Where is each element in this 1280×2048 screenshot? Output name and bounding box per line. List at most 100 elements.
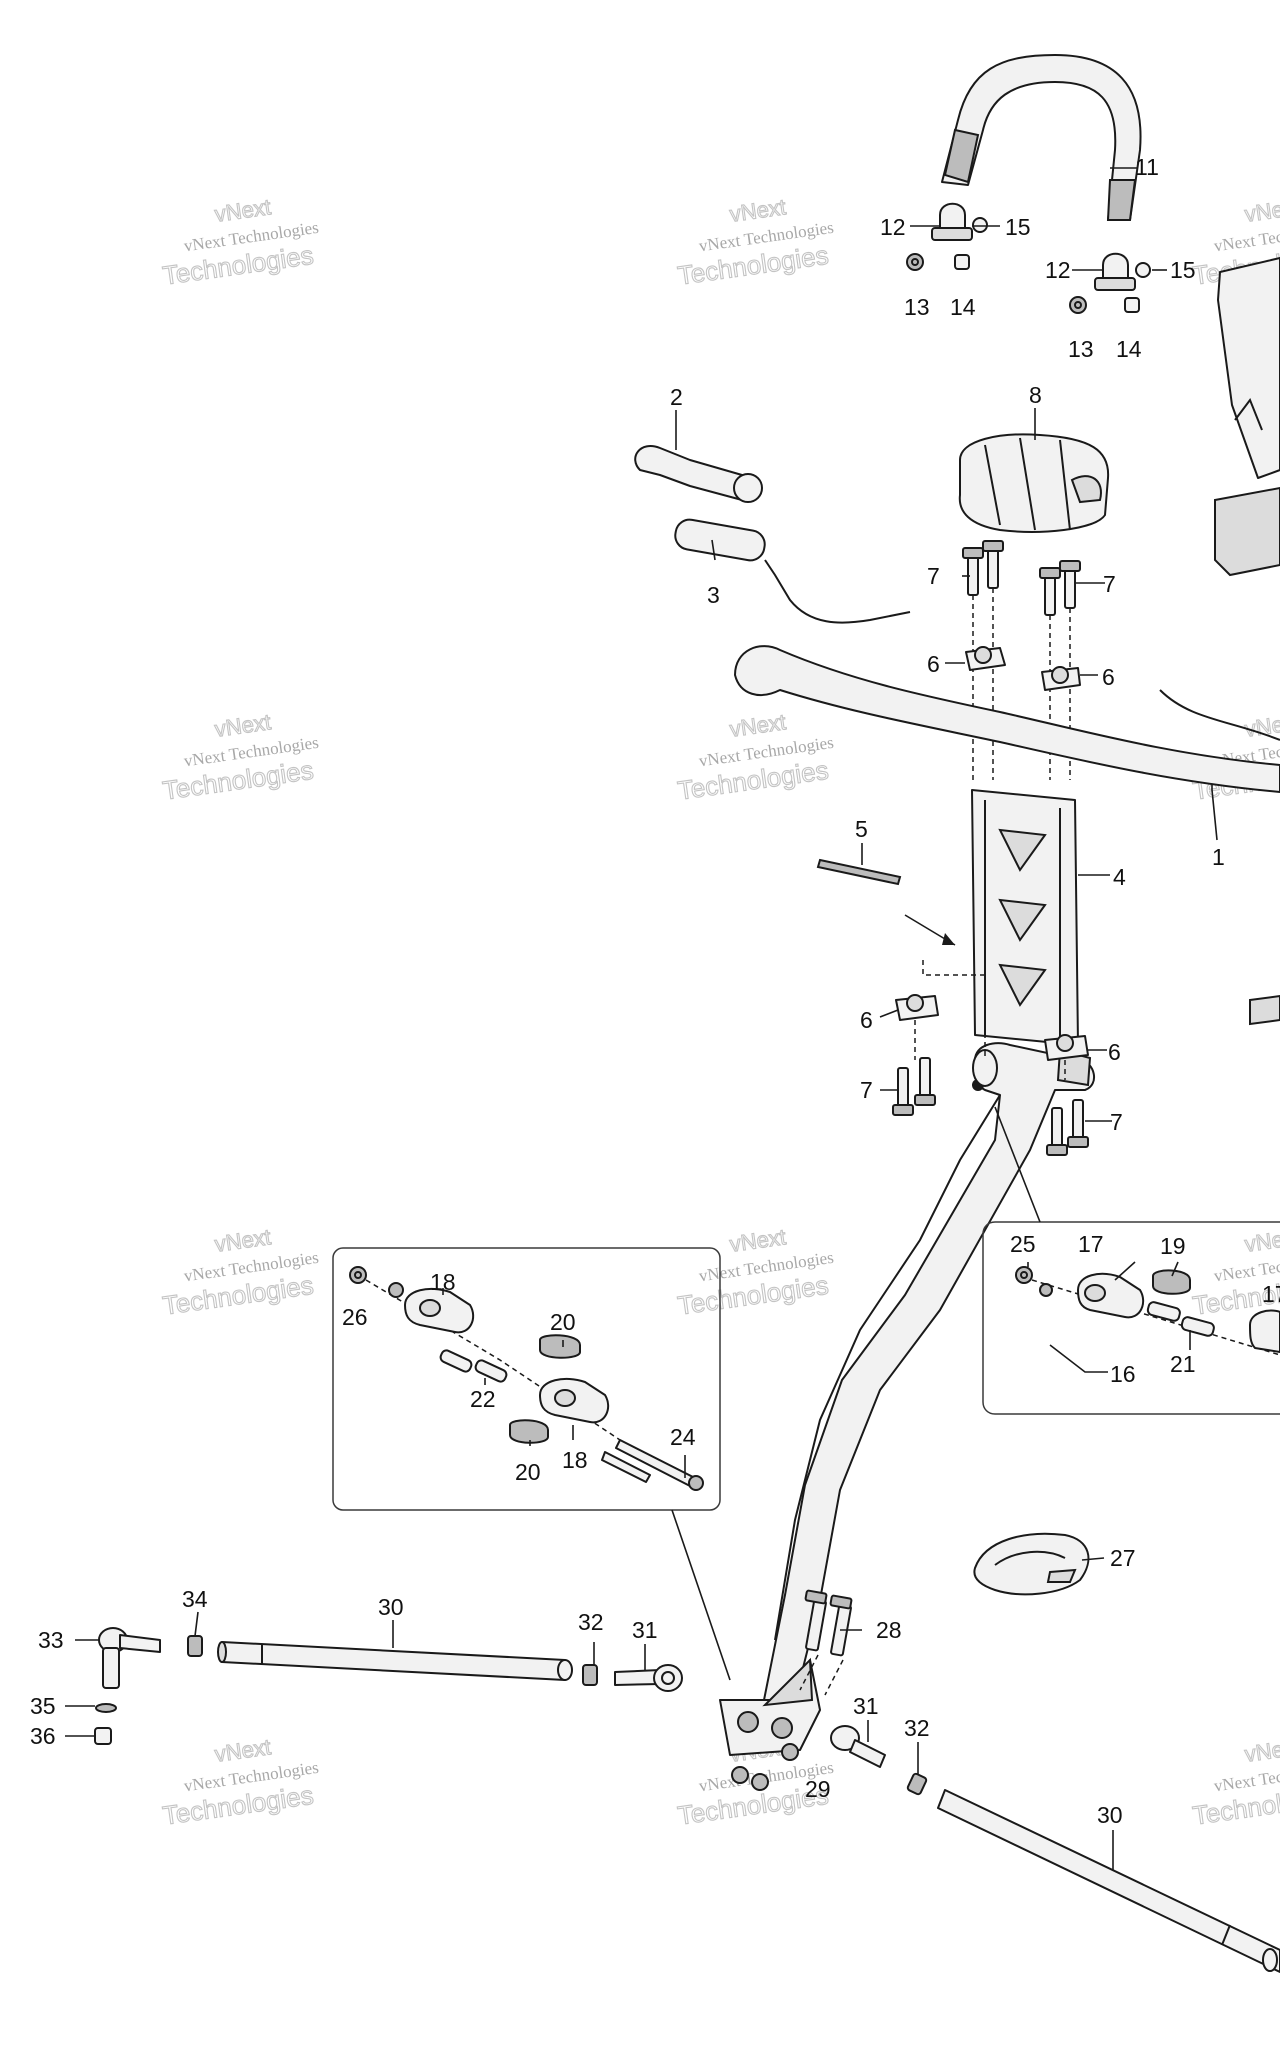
part-20-bushing-upper xyxy=(539,1334,581,1359)
part-28-bolts xyxy=(804,1589,853,1657)
part-21-spacer xyxy=(1146,1301,1215,1337)
right-edge-housing xyxy=(1159,257,1280,1026)
part-8-handlebar-pad xyxy=(958,433,1110,533)
part-14-nut-left xyxy=(954,254,970,270)
part-2-grip xyxy=(634,445,763,503)
watermark-vnext: vNext xyxy=(1243,194,1280,227)
part-11-grab-handle xyxy=(941,54,1142,221)
callout-15: 15 xyxy=(1170,257,1196,283)
callout-19: 19 xyxy=(1160,1233,1186,1259)
part-25-nut xyxy=(1015,1266,1033,1284)
part-7-bolt-lower-1 xyxy=(892,1067,914,1116)
callout-31: 31 xyxy=(853,1693,879,1719)
watermark-group: vNext vNext Technologies Technologies vN… xyxy=(160,194,1280,1831)
callout-34: 34 xyxy=(182,1586,208,1612)
callout-33: 33 xyxy=(38,1627,64,1653)
watermark-vnext: vNext xyxy=(213,709,272,742)
part-7-bolt-upper-4 xyxy=(1059,560,1081,609)
watermark-vnext: vNext xyxy=(213,1224,272,1257)
callout-5: 5 xyxy=(855,816,868,842)
callout-6: 6 xyxy=(927,651,940,677)
watermark-vnext: vNext xyxy=(1243,1734,1280,1767)
watermark-vnext: vNext xyxy=(213,194,272,227)
callout-4: 4 xyxy=(1113,864,1126,890)
callout-7: 7 xyxy=(1103,571,1116,597)
callout-29: 29 xyxy=(805,1776,831,1802)
callout-30: 30 xyxy=(378,1594,404,1620)
part-15-washer-left xyxy=(972,217,988,233)
part-12-clamp-right xyxy=(1094,252,1136,291)
callout-16: 16 xyxy=(1110,1361,1136,1387)
callout-15: 15 xyxy=(1005,214,1031,240)
part-13-screw-left xyxy=(906,253,924,271)
part-35-washer xyxy=(95,1703,117,1713)
part-16-steering-column xyxy=(719,1042,1095,1761)
callout-17: 17 xyxy=(1078,1231,1104,1257)
arrow-head xyxy=(942,933,955,945)
part-30-tie-rod-right xyxy=(937,1789,1280,1973)
callout-35: 35 xyxy=(30,1693,56,1719)
part-30-tie-rod-left xyxy=(217,1641,573,1681)
callout-3: 3 xyxy=(707,582,720,608)
part-7-bolt-lower-2 xyxy=(914,1057,936,1106)
watermark-vnext: vNext xyxy=(1243,1224,1280,1257)
callout-31: 31 xyxy=(632,1617,658,1643)
part-18-clamp-upper xyxy=(404,1287,475,1334)
watermark-vnext: vNext xyxy=(213,1734,272,1767)
callout-22: 22 xyxy=(470,1386,496,1412)
callout-12: 12 xyxy=(1045,257,1071,283)
part-5-strip xyxy=(816,858,902,886)
part-7-bolt-upper-3 xyxy=(1039,567,1061,616)
callout-11: 11 xyxy=(1135,154,1159,180)
detail-box-right xyxy=(982,1221,1280,1415)
part-22-spacer xyxy=(439,1349,508,1383)
callout-36: 36 xyxy=(30,1723,56,1749)
part-29-nuts xyxy=(731,1766,769,1791)
callout-21: 21 xyxy=(1170,1351,1196,1377)
part-19-bushing xyxy=(1152,1269,1191,1295)
part-14-nut-right xyxy=(1124,297,1140,313)
part-17-clamp xyxy=(1077,1272,1145,1319)
part-7-bolt-upper-1 xyxy=(962,547,984,596)
part-1-handlebar xyxy=(734,645,1280,793)
watermark-vnext: vNext xyxy=(728,194,787,227)
part-7-bolt-lower-4 xyxy=(1067,1099,1089,1148)
watermark-vnext: vNext xyxy=(728,709,787,742)
callout-6: 6 xyxy=(860,1007,873,1033)
part-31-rod-end-right xyxy=(830,1725,886,1768)
callout-24: 24 xyxy=(670,1424,696,1450)
callout-26: 26 xyxy=(342,1304,368,1330)
callout-18: 18 xyxy=(562,1447,588,1473)
callout-13: 13 xyxy=(904,294,930,320)
callout-6: 6 xyxy=(1108,1039,1121,1065)
callout-12: 12 xyxy=(880,214,906,240)
callout-2: 2 xyxy=(670,384,683,410)
part-7-bolt-lower-3 xyxy=(1046,1107,1068,1156)
callout-28: 28 xyxy=(876,1617,902,1643)
callout-30: 30 xyxy=(1097,1802,1123,1828)
part-7-bolt-upper-2 xyxy=(982,540,1004,589)
callout-8: 8 xyxy=(1029,382,1042,408)
part-20-bushing-lower xyxy=(509,1419,549,1444)
part-6-cap-upper-right xyxy=(1041,666,1081,691)
part-15-washer-right xyxy=(1135,262,1151,278)
watermark-vnext: vNext xyxy=(728,1224,787,1257)
part-12-clamp-left xyxy=(931,202,973,241)
callout-18: 18 xyxy=(430,1269,456,1295)
part-32-jam-nut-right xyxy=(906,1772,928,1796)
callout-17: 17 xyxy=(1262,1281,1280,1307)
callout-7: 7 xyxy=(1110,1109,1123,1135)
callout-7: 7 xyxy=(860,1077,873,1103)
part-32-jam-nut-left xyxy=(582,1664,598,1686)
part-18-clamp-lower xyxy=(539,1377,610,1424)
callout-25: 25 xyxy=(1010,1231,1036,1257)
callout-32: 32 xyxy=(578,1609,604,1635)
detail-box-left xyxy=(332,1247,721,1511)
part-36-nut xyxy=(94,1727,112,1745)
callout-20: 20 xyxy=(515,1459,541,1485)
callout-20: 20 xyxy=(550,1309,576,1335)
callout-6: 6 xyxy=(1102,664,1115,690)
part-31-rod-end-left xyxy=(614,1664,683,1692)
part-3-grip-heater xyxy=(674,518,911,624)
